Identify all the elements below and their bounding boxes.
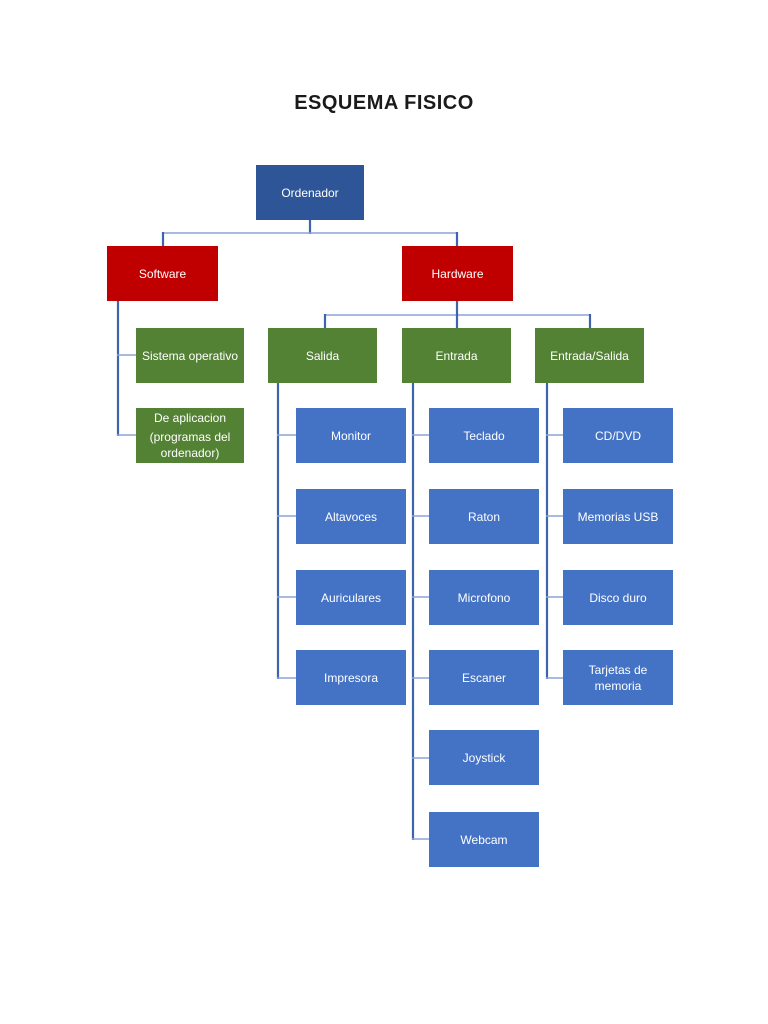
node-label: Monitor bbox=[330, 428, 371, 443]
node-software: Software bbox=[107, 246, 218, 301]
node-label: Joystick bbox=[462, 750, 506, 765]
diagram-title: ESQUEMA FISICO bbox=[294, 92, 474, 114]
node-label: Impresora bbox=[323, 670, 379, 685]
node-raton: Raton bbox=[429, 489, 539, 544]
node-tarjetas-memoria: Tarjetas de memoria bbox=[563, 650, 673, 705]
node-label: Raton bbox=[467, 509, 501, 524]
node-label: CD/DVD bbox=[594, 428, 641, 443]
node-entrada: Entrada bbox=[402, 328, 511, 383]
node-auriculares: Auriculares bbox=[296, 570, 406, 625]
node-joystick: Joystick bbox=[429, 730, 539, 785]
node-label: Teclado bbox=[463, 428, 505, 443]
node-label: Software bbox=[138, 266, 187, 281]
node-sistema-operativo: Sistema operativo bbox=[136, 328, 244, 383]
node-cd-dvd: CD/DVD bbox=[563, 408, 673, 463]
node-microfono: Microfono bbox=[429, 570, 539, 625]
node-label: Microfono bbox=[457, 590, 511, 605]
node-label: Hardware bbox=[431, 266, 484, 281]
node-disco-duro: Disco duro bbox=[563, 570, 673, 625]
node-label: Ordenador bbox=[281, 185, 339, 200]
node-label: Altavoces bbox=[324, 509, 378, 524]
node-label: Disco duro bbox=[589, 590, 647, 605]
node-label: Tarjetas de memoria bbox=[588, 662, 648, 693]
node-entrada-salida: Entrada/Salida bbox=[535, 328, 644, 383]
node-label: Memorias USB bbox=[577, 509, 659, 524]
node-label: Webcam bbox=[460, 832, 508, 847]
node-label: Sistema operativo bbox=[141, 348, 239, 363]
node-memorias-usb: Memorias USB bbox=[563, 489, 673, 544]
node-label: Entrada/Salida bbox=[550, 348, 629, 363]
node-salida: Salida bbox=[268, 328, 377, 383]
node-altavoces: Altavoces bbox=[296, 489, 406, 544]
node-teclado: Teclado bbox=[429, 408, 539, 463]
node-de-aplicacion: De aplicacion (programas del ordenador) bbox=[136, 408, 244, 463]
node-sublabel: (programas del ordenador) bbox=[149, 430, 231, 460]
node-impresora: Impresora bbox=[296, 650, 406, 705]
node-label: Entrada bbox=[435, 348, 478, 363]
node-escaner: Escaner bbox=[429, 650, 539, 705]
node-webcam: Webcam bbox=[429, 812, 539, 867]
node-label: Salida bbox=[305, 348, 340, 363]
node-label: Auriculares bbox=[320, 590, 382, 605]
node-ordenador: Ordenador bbox=[256, 165, 364, 220]
node-monitor: Monitor bbox=[296, 408, 406, 463]
node-label: De aplicacion bbox=[153, 411, 227, 425]
node-hardware: Hardware bbox=[402, 246, 513, 301]
node-label: Escaner bbox=[461, 670, 507, 685]
